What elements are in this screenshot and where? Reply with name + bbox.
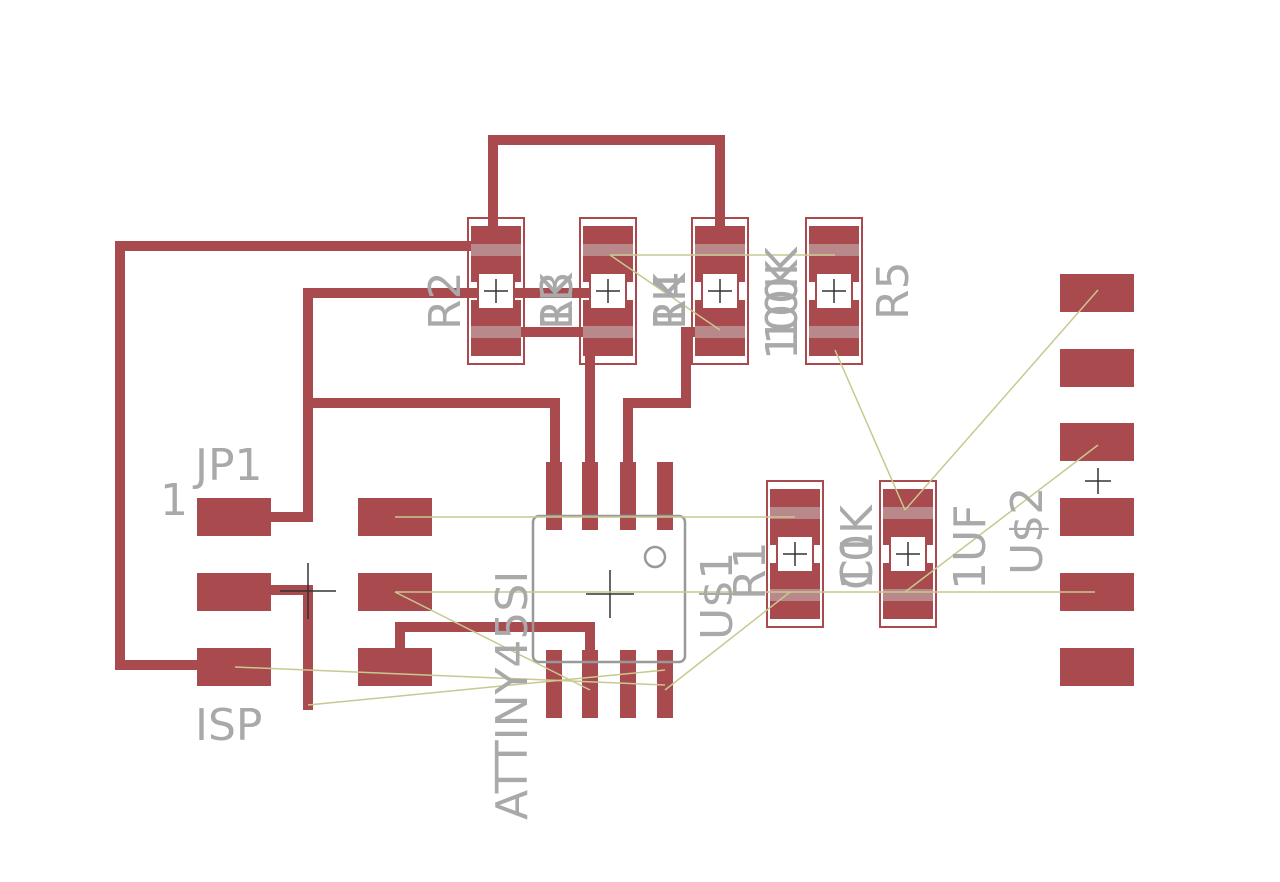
- label-1uf: 1UF: [945, 504, 996, 590]
- silkscreen-labels: JP1 1 ISP ATTINY45SI U$1 R1 C1 10K 1UF U…: [160, 246, 1053, 820]
- label-r5: R5: [868, 261, 919, 320]
- label-c1: C1: [832, 531, 883, 590]
- label-10k-r1: 10K: [832, 504, 883, 590]
- ic-body: [531, 514, 687, 664]
- part-outline: [766, 480, 824, 628]
- label-1k-a: 1K: [532, 272, 583, 330]
- airwire: [664, 591, 791, 691]
- trace-left-loop: [115, 241, 485, 670]
- label-1k-b: 1K: [645, 272, 696, 330]
- part-stripe: [695, 244, 745, 256]
- resistor-r4: [691, 217, 749, 365]
- label-pin1: 1: [160, 475, 188, 526]
- ic-pin-2: [582, 650, 598, 718]
- header-pad-2: [1060, 349, 1134, 387]
- header-origin-cross: [1085, 468, 1111, 494]
- copper-traces: [115, 135, 725, 710]
- resistor-r2: [467, 217, 525, 365]
- label-jp1: JP1: [192, 440, 263, 491]
- label-10k: 10K: [757, 259, 808, 345]
- part-stripe: [809, 326, 859, 338]
- part-origin-cross: [822, 279, 846, 303]
- header-pad-4: [1060, 498, 1134, 536]
- smd-parts: [467, 217, 937, 628]
- ic-pin-1: [546, 650, 562, 718]
- copper-pads: [197, 274, 1134, 718]
- ic-pin-5: [657, 462, 673, 530]
- isp-pad-5: [197, 648, 271, 686]
- part-stripe: [883, 589, 933, 601]
- ic-pin-8: [546, 462, 562, 530]
- trace-ic-pin1: [303, 398, 560, 475]
- airwire: [307, 669, 666, 706]
- airwires: [234, 254, 1099, 706]
- part-stripe: [809, 244, 859, 256]
- ic-pin1-marker: [643, 545, 667, 569]
- ic-pin-4: [657, 650, 673, 718]
- label-us1: U$1: [692, 552, 743, 640]
- part-outline: [467, 217, 525, 365]
- ic-pin-6: [620, 462, 636, 530]
- label-100k: 100K: [757, 246, 808, 360]
- ic-outline: [531, 514, 687, 664]
- label-r1: R1: [725, 541, 776, 600]
- label-us2: U$2: [1002, 487, 1053, 575]
- part-stripe: [583, 244, 633, 256]
- isp-pad-1: [197, 498, 271, 536]
- airwire: [904, 444, 1099, 593]
- label-attiny45si: ATTINY45SI: [487, 571, 538, 820]
- header-pad-6: [1060, 648, 1134, 686]
- resistor-r3: [579, 217, 637, 365]
- isp-origin-cross: [280, 563, 336, 619]
- ic-pin-7: [582, 462, 598, 530]
- part-origin-cross: [708, 279, 732, 303]
- trace-isp-mid: [265, 585, 313, 710]
- trace-top-bridge: [488, 135, 725, 235]
- airwire: [834, 349, 906, 511]
- part-stripe: [471, 326, 521, 338]
- part-stripe: [583, 326, 633, 338]
- header-pad-1: [1060, 274, 1134, 312]
- ic-origin-cross: [586, 570, 634, 618]
- airwire: [904, 289, 1099, 511]
- resistor-r1: [766, 480, 824, 628]
- isp-pad-6: [358, 648, 432, 686]
- part-outline: [805, 217, 863, 365]
- part-stripe: [883, 507, 933, 519]
- capacitor-c1: [879, 480, 937, 628]
- airwire: [234, 666, 666, 686]
- part-outline: [579, 217, 637, 365]
- part-stripe: [471, 244, 521, 256]
- resistor-r5: [805, 217, 863, 365]
- label-r2: R2: [420, 271, 471, 330]
- part-origin-cross: [896, 542, 920, 566]
- trace-ic-pin3: [623, 327, 705, 475]
- label-r4: R4: [645, 271, 696, 330]
- part-stripe: [770, 589, 820, 601]
- isp-pad-3: [197, 573, 271, 611]
- part-origin-cross: [484, 279, 508, 303]
- part-outline: [879, 480, 937, 628]
- label-r3: R3: [532, 271, 583, 330]
- airwire: [394, 591, 591, 691]
- airwire: [609, 254, 721, 331]
- header-pad-3: [1060, 423, 1134, 461]
- part-origin-cross: [783, 542, 807, 566]
- label-isp: ISP: [195, 700, 262, 751]
- part-stripe: [695, 326, 745, 338]
- trace-bottom-bridge: [395, 622, 595, 665]
- part-stripe: [770, 507, 820, 519]
- part-origin-cross: [596, 279, 620, 303]
- part-outline: [691, 217, 749, 365]
